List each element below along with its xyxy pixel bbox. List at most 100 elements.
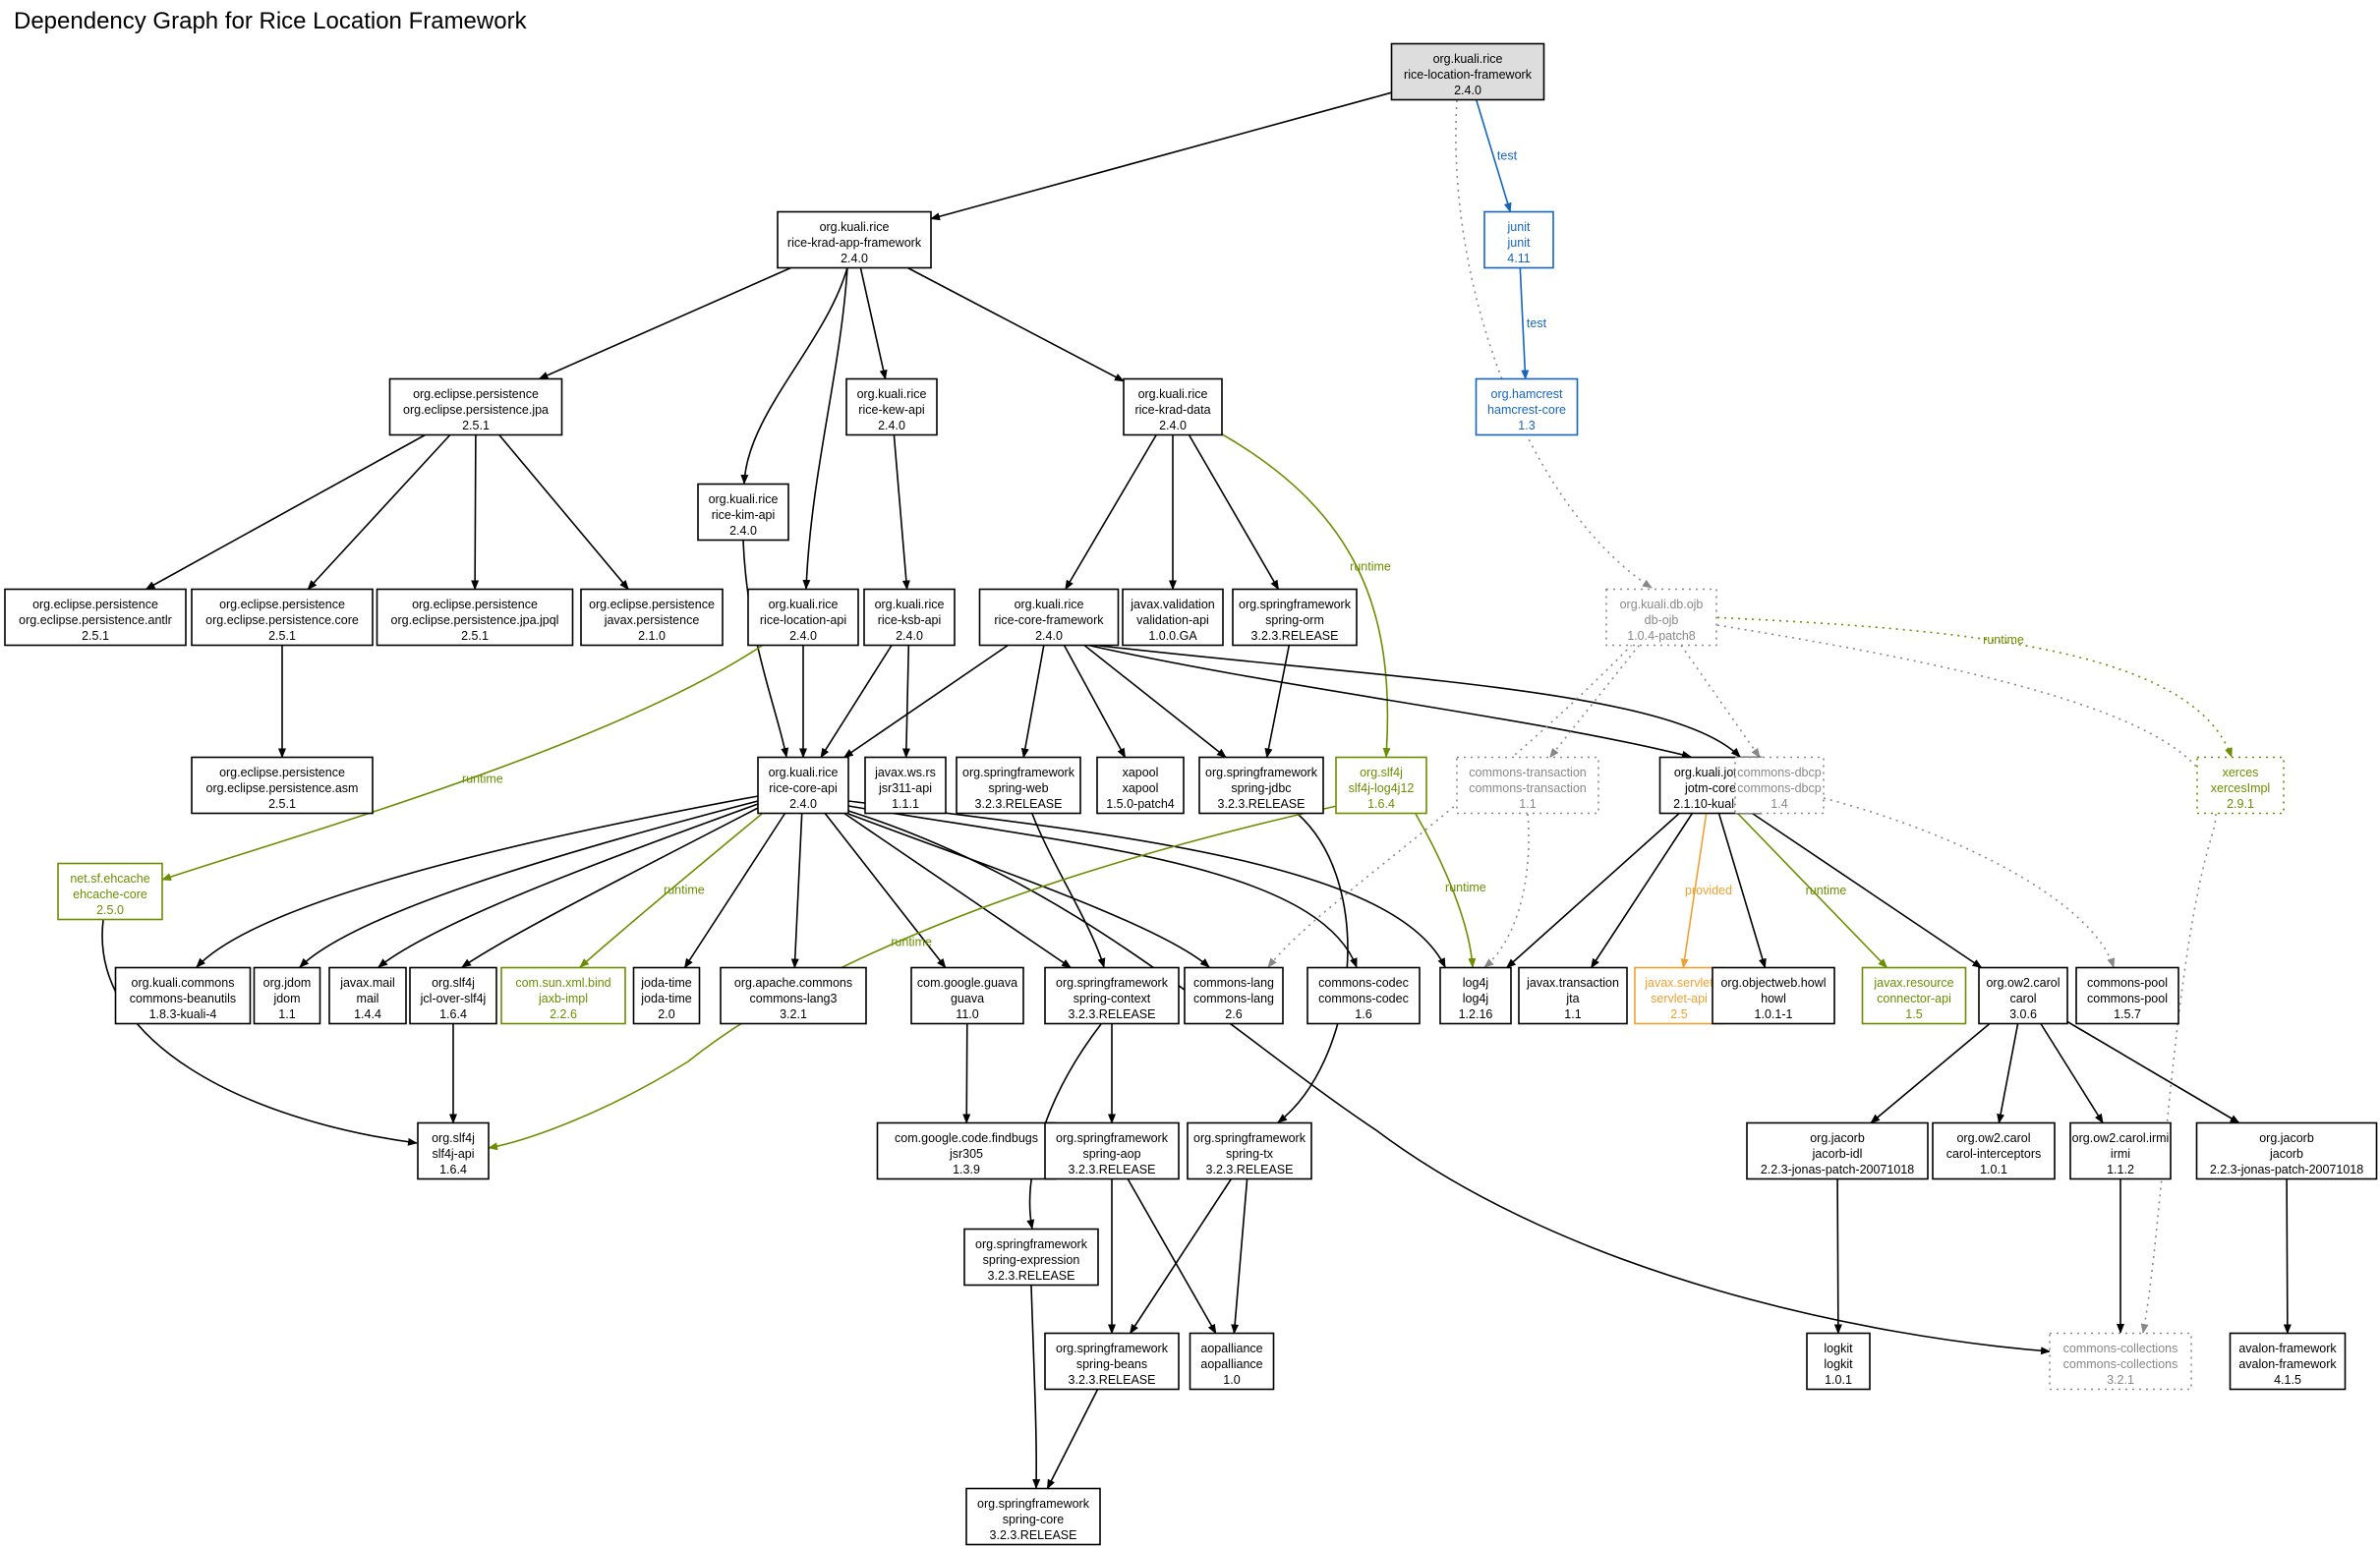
edge-jotm-to-connector — [1737, 812, 1888, 969]
node-spring-aop[interactable]: org.springframeworkspring-aop3.2.3.RELEA… — [1044, 1121, 1180, 1180]
node-artifact-id: org.eclipse.persistence.jpa — [403, 403, 549, 417]
node-box — [720, 966, 867, 1025]
node-jacorb[interactable]: org.jacorbjacorb2.2.3-jonas-patch-200710… — [2195, 1121, 2378, 1180]
node-spring-ctx[interactable]: org.springframeworkspring-context3.2.3.R… — [1044, 966, 1180, 1025]
node-artifact-id: junit — [1507, 236, 1531, 250]
node-artifact-id: jotm-core — [1684, 781, 1736, 795]
node-box — [1605, 588, 1717, 647]
node-jpql[interactable]: org.eclipse.persistenceorg.eclipse.persi… — [376, 588, 574, 647]
node-version: 1.0.1-1 — [1755, 1007, 1793, 1021]
node-root[interactable]: org.kuali.ricerice-location-framework2.4… — [1390, 42, 1545, 101]
node-artifact-id: rice-krad-app-framework — [787, 236, 922, 250]
node-box — [965, 1487, 1101, 1546]
edge-spring_tx-to-aopalliance — [1231, 1178, 1248, 1335]
edge-core_api-to-lang3 — [790, 813, 803, 969]
node-version: 2.5.0 — [96, 903, 124, 917]
node-box — [4, 588, 187, 647]
node-artifact-id: rice-core-api — [769, 781, 837, 795]
node-spring-web[interactable]: org.springframeworkspring-web3.2.3.RELEA… — [956, 756, 1081, 815]
node-spring-tx[interactable]: org.springframeworkspring-tx3.2.3.RELEAS… — [1187, 1121, 1312, 1180]
node-artifact-id: rice-ksb-api — [878, 613, 942, 627]
node-spring-jdbc[interactable]: org.springframeworkspring-jdbc3.2.3.RELE… — [1198, 756, 1324, 815]
node-version: 3.2.3.RELEASE — [988, 1269, 1075, 1283]
edge-label-jotm-to-servlet: provided — [1685, 884, 1732, 897]
node-ep-core[interactable]: org.eclipse.persistenceorg.eclipse.persi… — [191, 588, 374, 647]
edge-guava-to-jsr305 — [962, 1023, 971, 1124]
node-collections[interactable]: commons-collectionscommons-collections3.… — [2049, 1332, 2192, 1391]
node-box — [2195, 1121, 2378, 1180]
node-commons-tx[interactable]: commons-transactioncommons-transaction1.… — [1456, 756, 1599, 815]
node-box — [864, 756, 947, 815]
node-jpa[interactable]: org.eclipse.persistenceorg.eclipse.persi… — [388, 377, 563, 436]
node-box — [1712, 966, 1835, 1025]
node-artifact-id: joda-time — [640, 992, 691, 1005]
edge-core_fw-to-core_api — [842, 644, 1009, 759]
node-version: 2.4.0 — [841, 252, 868, 265]
edge-jpa-to-jpql — [471, 434, 480, 591]
edge-dbcp-to-pool — [1823, 797, 2116, 968]
node-jacorb-idl[interactable]: org.jacorbjacorb-idl2.2.3-jonas-patch-20… — [1746, 1121, 1929, 1180]
node-spring-core[interactable]: org.springframeworkspring-core3.2.3.RELE… — [965, 1487, 1101, 1546]
node-group-id: org.kuali.rice — [857, 387, 927, 401]
node-spring-orm[interactable]: org.springframeworkspring-orm3.2.3.RELEA… — [1232, 588, 1358, 647]
node-group-id: com.google.code.findbugs — [895, 1131, 1038, 1145]
edge-core_api-to-joda — [683, 813, 786, 969]
node-javax-persist[interactable]: org.eclipse.persistencejavax.persistence… — [580, 588, 724, 647]
node-box — [1932, 1121, 2056, 1180]
node-group-id: org.slf4j — [432, 976, 475, 990]
edge-kew_api-to-ksb_api — [893, 434, 910, 591]
node-box — [1044, 1121, 1180, 1180]
node-version: 2.1.10-kuali-1 — [1673, 797, 1748, 811]
node-ep-asm[interactable]: org.eclipse.persistenceorg.eclipse.persi… — [191, 756, 374, 815]
edge-loc_api-to-ehcache — [161, 645, 763, 881]
node-artifact-id: jacorb-idl — [1812, 1147, 1863, 1161]
node-spring-beans[interactable]: org.springframeworkspring-beans3.2.3.REL… — [1044, 1332, 1180, 1391]
node-spring-expr[interactable]: org.springframeworkspring-expression3.2.… — [963, 1228, 1099, 1287]
edge-spring_aop-to-aopalliance — [1127, 1178, 1217, 1335]
node-beanutils[interactable]: org.kuali.commonscommons-beanutils1.8.3-… — [114, 966, 252, 1025]
node-antlr[interactable]: org.eclipse.persistenceorg.eclipse.persi… — [4, 588, 187, 647]
node-box — [376, 588, 574, 647]
node-krad-app[interactable]: org.kuali.ricerice-krad-app-framework2.4… — [777, 210, 932, 269]
